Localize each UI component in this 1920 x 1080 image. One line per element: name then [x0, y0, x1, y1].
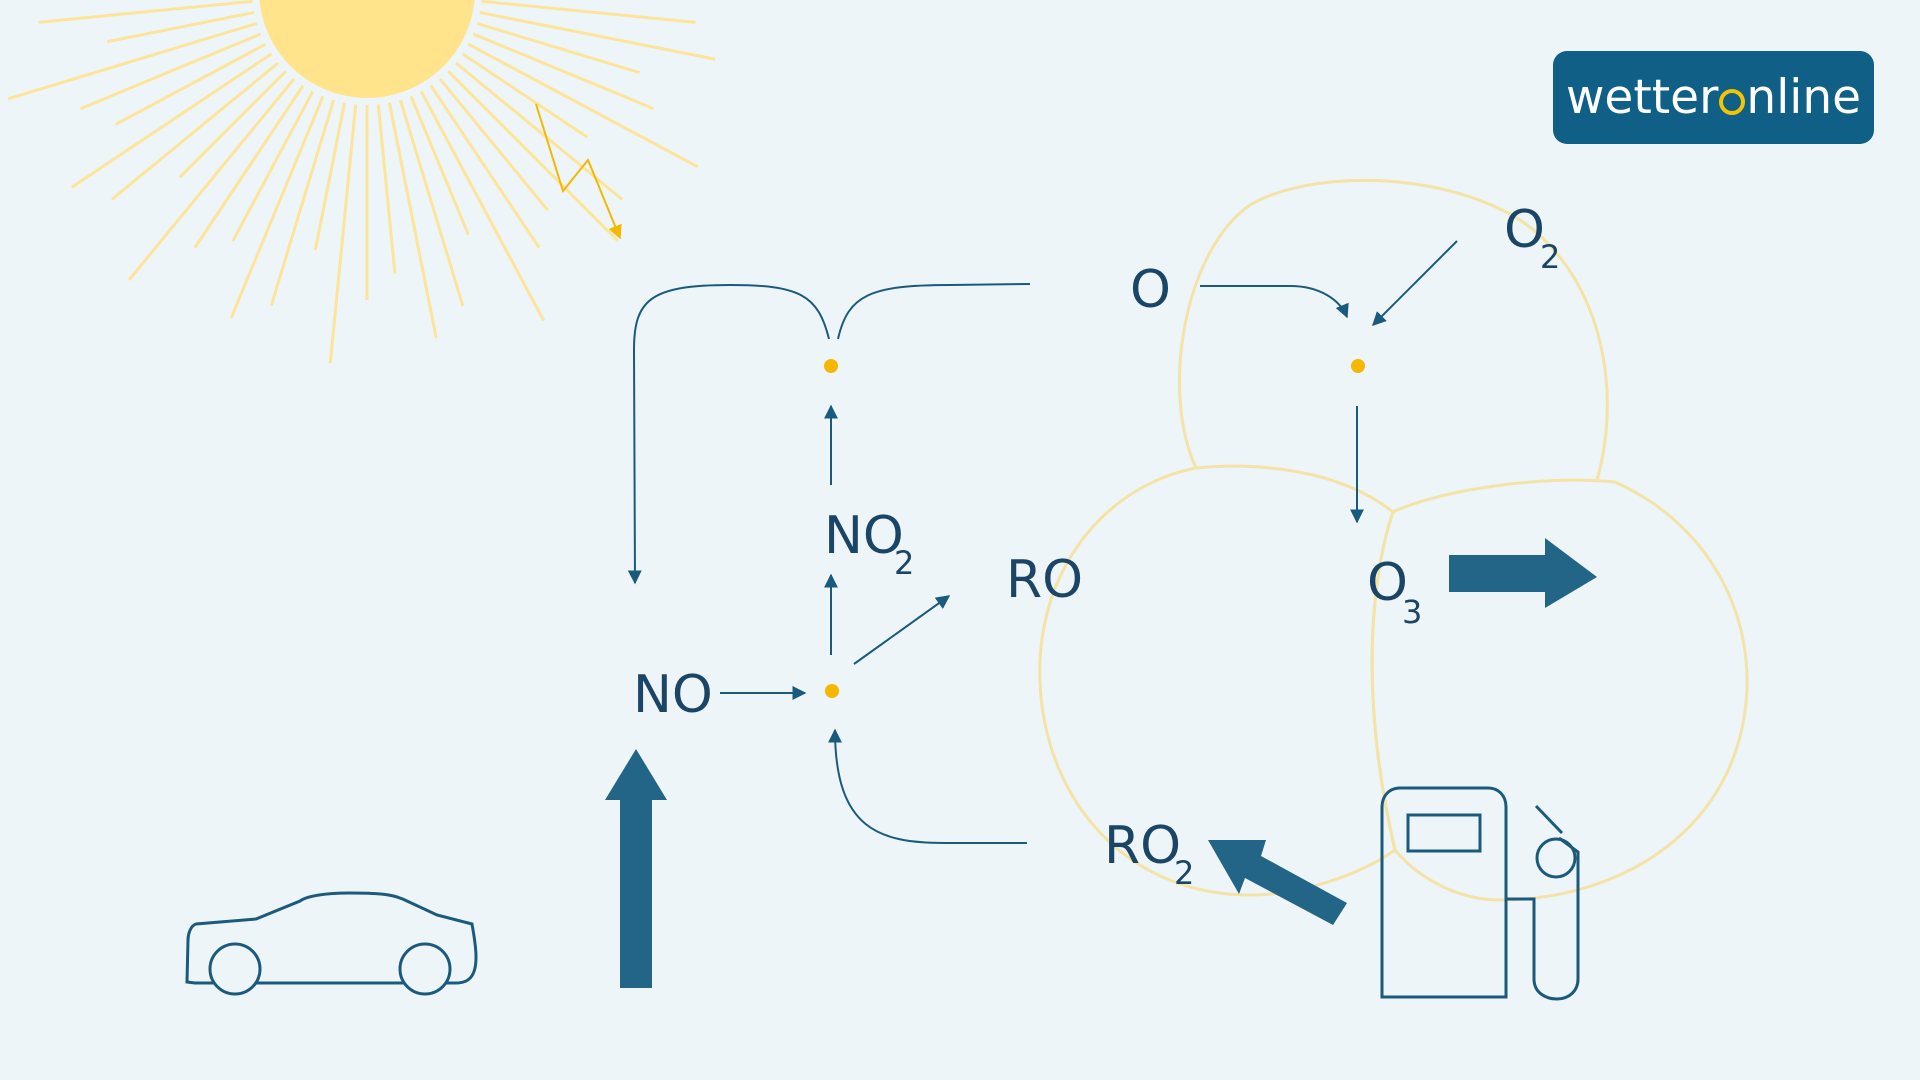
sun-ray — [193, 84, 305, 249]
sun-ray — [313, 102, 347, 251]
sun-ray — [461, 52, 589, 139]
sun-ray — [398, 99, 465, 307]
wetteronline-logo[interactable]: wetter nline — [1553, 51, 1874, 144]
arrow-o-to-no — [627, 283, 830, 585]
label-o2-sub: 2 — [1540, 238, 1560, 276]
logo-o-mark — [1719, 88, 1746, 115]
sun-ray — [387, 102, 438, 339]
emission-arrow-up — [605, 749, 667, 988]
lightning-icon — [535, 103, 622, 240]
big-arrows — [605, 538, 1597, 988]
sun-ray — [229, 95, 325, 319]
lower-right-circle — [1370, 478, 1749, 902]
junction-dot-o3 — [1351, 359, 1365, 373]
sun-ray — [376, 104, 397, 274]
label-no2: NO — [824, 506, 904, 566]
label-o2: O — [1504, 200, 1545, 260]
sun-ray — [472, 32, 654, 111]
sun-ray — [70, 52, 273, 189]
junction-dot-no2 — [824, 359, 838, 373]
sun-icon — [7, 0, 716, 364]
fuel-pump-icon — [1380, 786, 1580, 1001]
logo-text-part1: wetter — [1565, 70, 1719, 125]
species-labels: O O 2 NO 2 RO O 3 NO RO 2 — [633, 200, 1560, 892]
label-ro: RO — [1006, 550, 1083, 610]
junction-dot-no — [825, 684, 839, 698]
label-ro2: RO — [1104, 816, 1181, 876]
sun-ray — [231, 90, 315, 243]
sun-ray — [438, 77, 549, 212]
sun-ray — [269, 99, 336, 307]
lower-left-circle — [1038, 464, 1397, 897]
sun-ray — [419, 90, 546, 322]
sun-ray — [429, 84, 541, 249]
sun-ray — [7, 21, 258, 101]
sun-ray — [114, 42, 267, 126]
sun-ray — [447, 70, 620, 243]
sun-ray — [481, 0, 696, 24]
arrow-o2-to-junction — [1372, 240, 1458, 326]
car-icon — [185, 891, 478, 996]
sun-ray — [106, 10, 255, 44]
arrow-o-to-junction — [1200, 285, 1349, 319]
sun-ray — [409, 95, 470, 236]
label-o: O — [1130, 260, 1171, 320]
logo-text-part2: nline — [1746, 70, 1862, 125]
label-o3-sub: 3 — [1402, 593, 1422, 631]
hydrocarbon-arrow — [1208, 840, 1347, 925]
label-no2-sub: 2 — [894, 544, 914, 582]
label-no: NO — [633, 665, 713, 725]
reaction-arrows — [627, 240, 1458, 844]
sun-ray — [476, 21, 641, 75]
sun-ray — [479, 10, 716, 61]
sun-ray — [178, 70, 287, 179]
sun-ray — [467, 42, 699, 169]
upper-circle — [1178, 178, 1609, 481]
sun-ray — [110, 61, 280, 201]
sun-ray — [328, 104, 358, 364]
sun-ray — [80, 32, 262, 111]
arrow-ro2-to-junction — [828, 728, 1027, 844]
label-ro2-sub: 2 — [1174, 854, 1194, 892]
label-o3: O — [1367, 553, 1408, 613]
line-no2-to-o — [837, 283, 1031, 340]
sun-ray — [38, 0, 253, 24]
sun-ray — [127, 77, 296, 281]
ozone-output-arrow — [1449, 538, 1597, 608]
arrow-junction-to-ro — [853, 595, 951, 665]
